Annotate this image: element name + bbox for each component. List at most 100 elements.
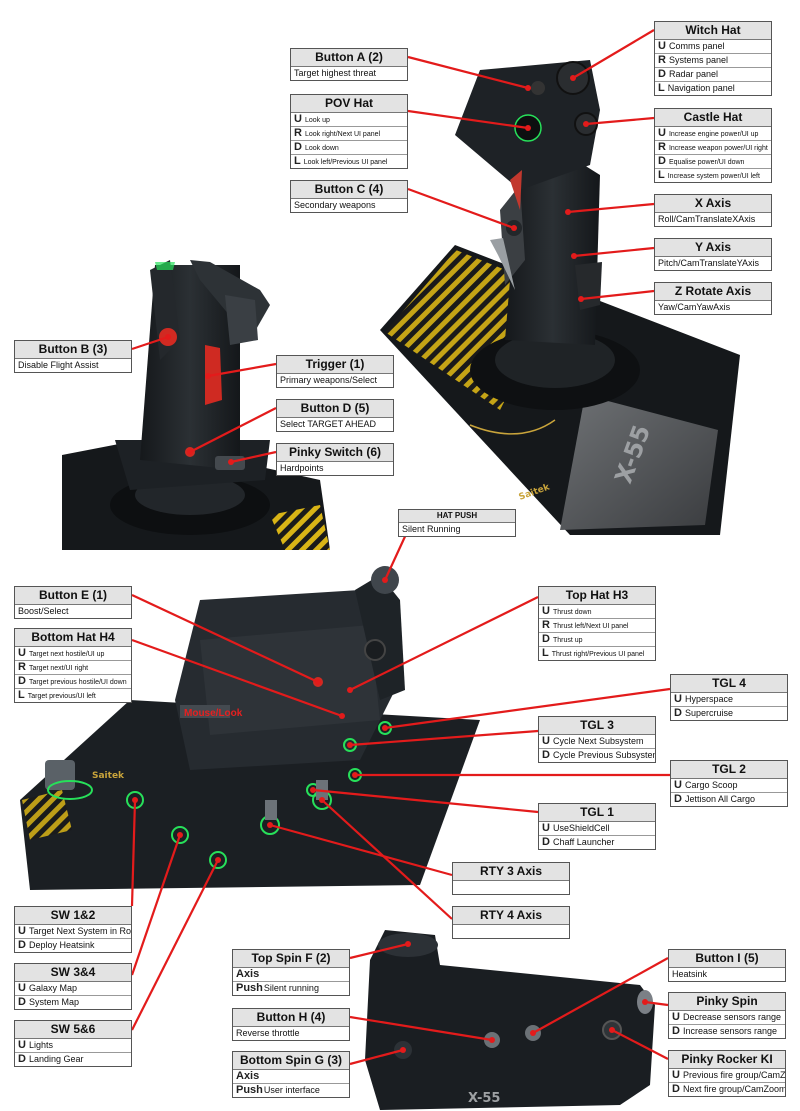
label-value: System Map: [28, 997, 79, 1007]
label-title: SW 3&4: [15, 964, 131, 982]
label-row: Heatsink: [669, 968, 785, 981]
label-row: Silent Running: [399, 523, 515, 536]
label-value: Look up: [304, 117, 330, 124]
direction-key: D: [294, 141, 302, 153]
leader-line: [189, 407, 277, 453]
leader-dot: [530, 1030, 536, 1036]
label-pinky-switch: Pinky Switch (6)Hardpoints: [276, 443, 394, 476]
direction-key: U: [542, 735, 550, 747]
leader-dot: [400, 1047, 406, 1053]
direction-key: U: [672, 1069, 680, 1081]
leader-dot: [177, 832, 183, 838]
label-value: Cycle Previous Subsystem: [552, 750, 655, 760]
direction-key: U: [18, 925, 26, 937]
leader-dot: [578, 296, 584, 302]
label-row: Boost/Select: [15, 605, 131, 618]
label-value: Select TARGET AHEAD: [280, 419, 377, 429]
label-row: Axis: [233, 1070, 349, 1084]
direction-key: Axis: [236, 968, 260, 980]
direction-key: D: [542, 836, 550, 848]
direction-key: D: [18, 939, 26, 951]
label-value: Target previous/UI left: [27, 693, 96, 700]
label-row: Pitch/CamTranslateYAxis: [655, 257, 771, 270]
label-title: TGL 4: [671, 675, 787, 693]
direction-key: U: [18, 982, 26, 994]
leader-line: [580, 289, 655, 301]
direction-key: Push: [236, 982, 263, 994]
leader-dot: [205, 373, 211, 379]
leader-dot: [382, 577, 388, 583]
leader-line: [384, 529, 409, 581]
label-title: Pinky Switch (6): [277, 444, 393, 462]
label-value: Comms panel: [668, 41, 725, 51]
direction-key: D: [658, 68, 666, 80]
label-value: Equalise power/UI down: [668, 159, 745, 166]
label-row: Disable Flight Assist: [15, 359, 131, 372]
label-title: Pinky Spin: [669, 993, 785, 1011]
label-value: Secondary weapons: [294, 200, 376, 210]
label-value: Yaw/CamYawAxis: [658, 302, 731, 312]
label-value: Boost/Select: [18, 606, 69, 616]
label-title: Button D (5): [277, 400, 393, 418]
leader-dot: [132, 797, 138, 803]
leader-dot: [165, 334, 171, 340]
label-title: Top Hat H3: [539, 587, 655, 605]
leader-dot: [525, 125, 531, 131]
direction-key: R: [542, 619, 550, 631]
label-value: Chaff Launcher: [552, 837, 615, 847]
label-value: Systems panel: [668, 55, 728, 65]
label-value: Deploy Heatsink: [28, 940, 95, 950]
leader-line: [585, 116, 655, 126]
leader-dot: [609, 1027, 615, 1033]
label-title: Bottom Spin G (3): [233, 1052, 349, 1070]
direction-key: D: [542, 749, 550, 761]
label-title: Top Spin F (2): [233, 950, 349, 968]
label-value: Navigation panel: [667, 83, 735, 93]
leader-line: [269, 823, 453, 877]
label-title: X Axis: [655, 195, 771, 213]
label-row: PushUser interface: [233, 1084, 349, 1097]
label-row: Yaw/CamYawAxis: [655, 301, 771, 314]
direction-key: D: [674, 707, 682, 719]
label-value: Heatsink: [672, 969, 708, 979]
leader-line: [130, 834, 182, 976]
label-title: Z Rotate Axis: [655, 283, 771, 301]
direction-key: Axis: [236, 1070, 260, 1082]
label-rty3: RTY 3 Axis: [452, 862, 570, 895]
label-value: Increase system power/UI left: [667, 173, 760, 180]
direction-key: R: [658, 54, 666, 66]
leader-dot: [489, 1037, 495, 1043]
leader-line: [349, 729, 539, 747]
direction-key: D: [18, 1053, 26, 1065]
label-value: Thrust left/Next UI panel: [552, 623, 629, 630]
leader-dot: [511, 225, 517, 231]
label-value: Silent running: [263, 983, 319, 993]
label-value: Next fire group/CamZoomIn: [682, 1084, 785, 1094]
leader-line: [207, 362, 277, 378]
label-value: Target next hostile/UI up: [28, 651, 105, 658]
direction-key: U: [672, 1011, 680, 1023]
label-title: HAT PUSH: [399, 510, 515, 523]
label-title: Button I (5): [669, 950, 785, 968]
label-row: Reverse throttle: [233, 1027, 349, 1040]
leader-dot: [642, 999, 648, 1005]
